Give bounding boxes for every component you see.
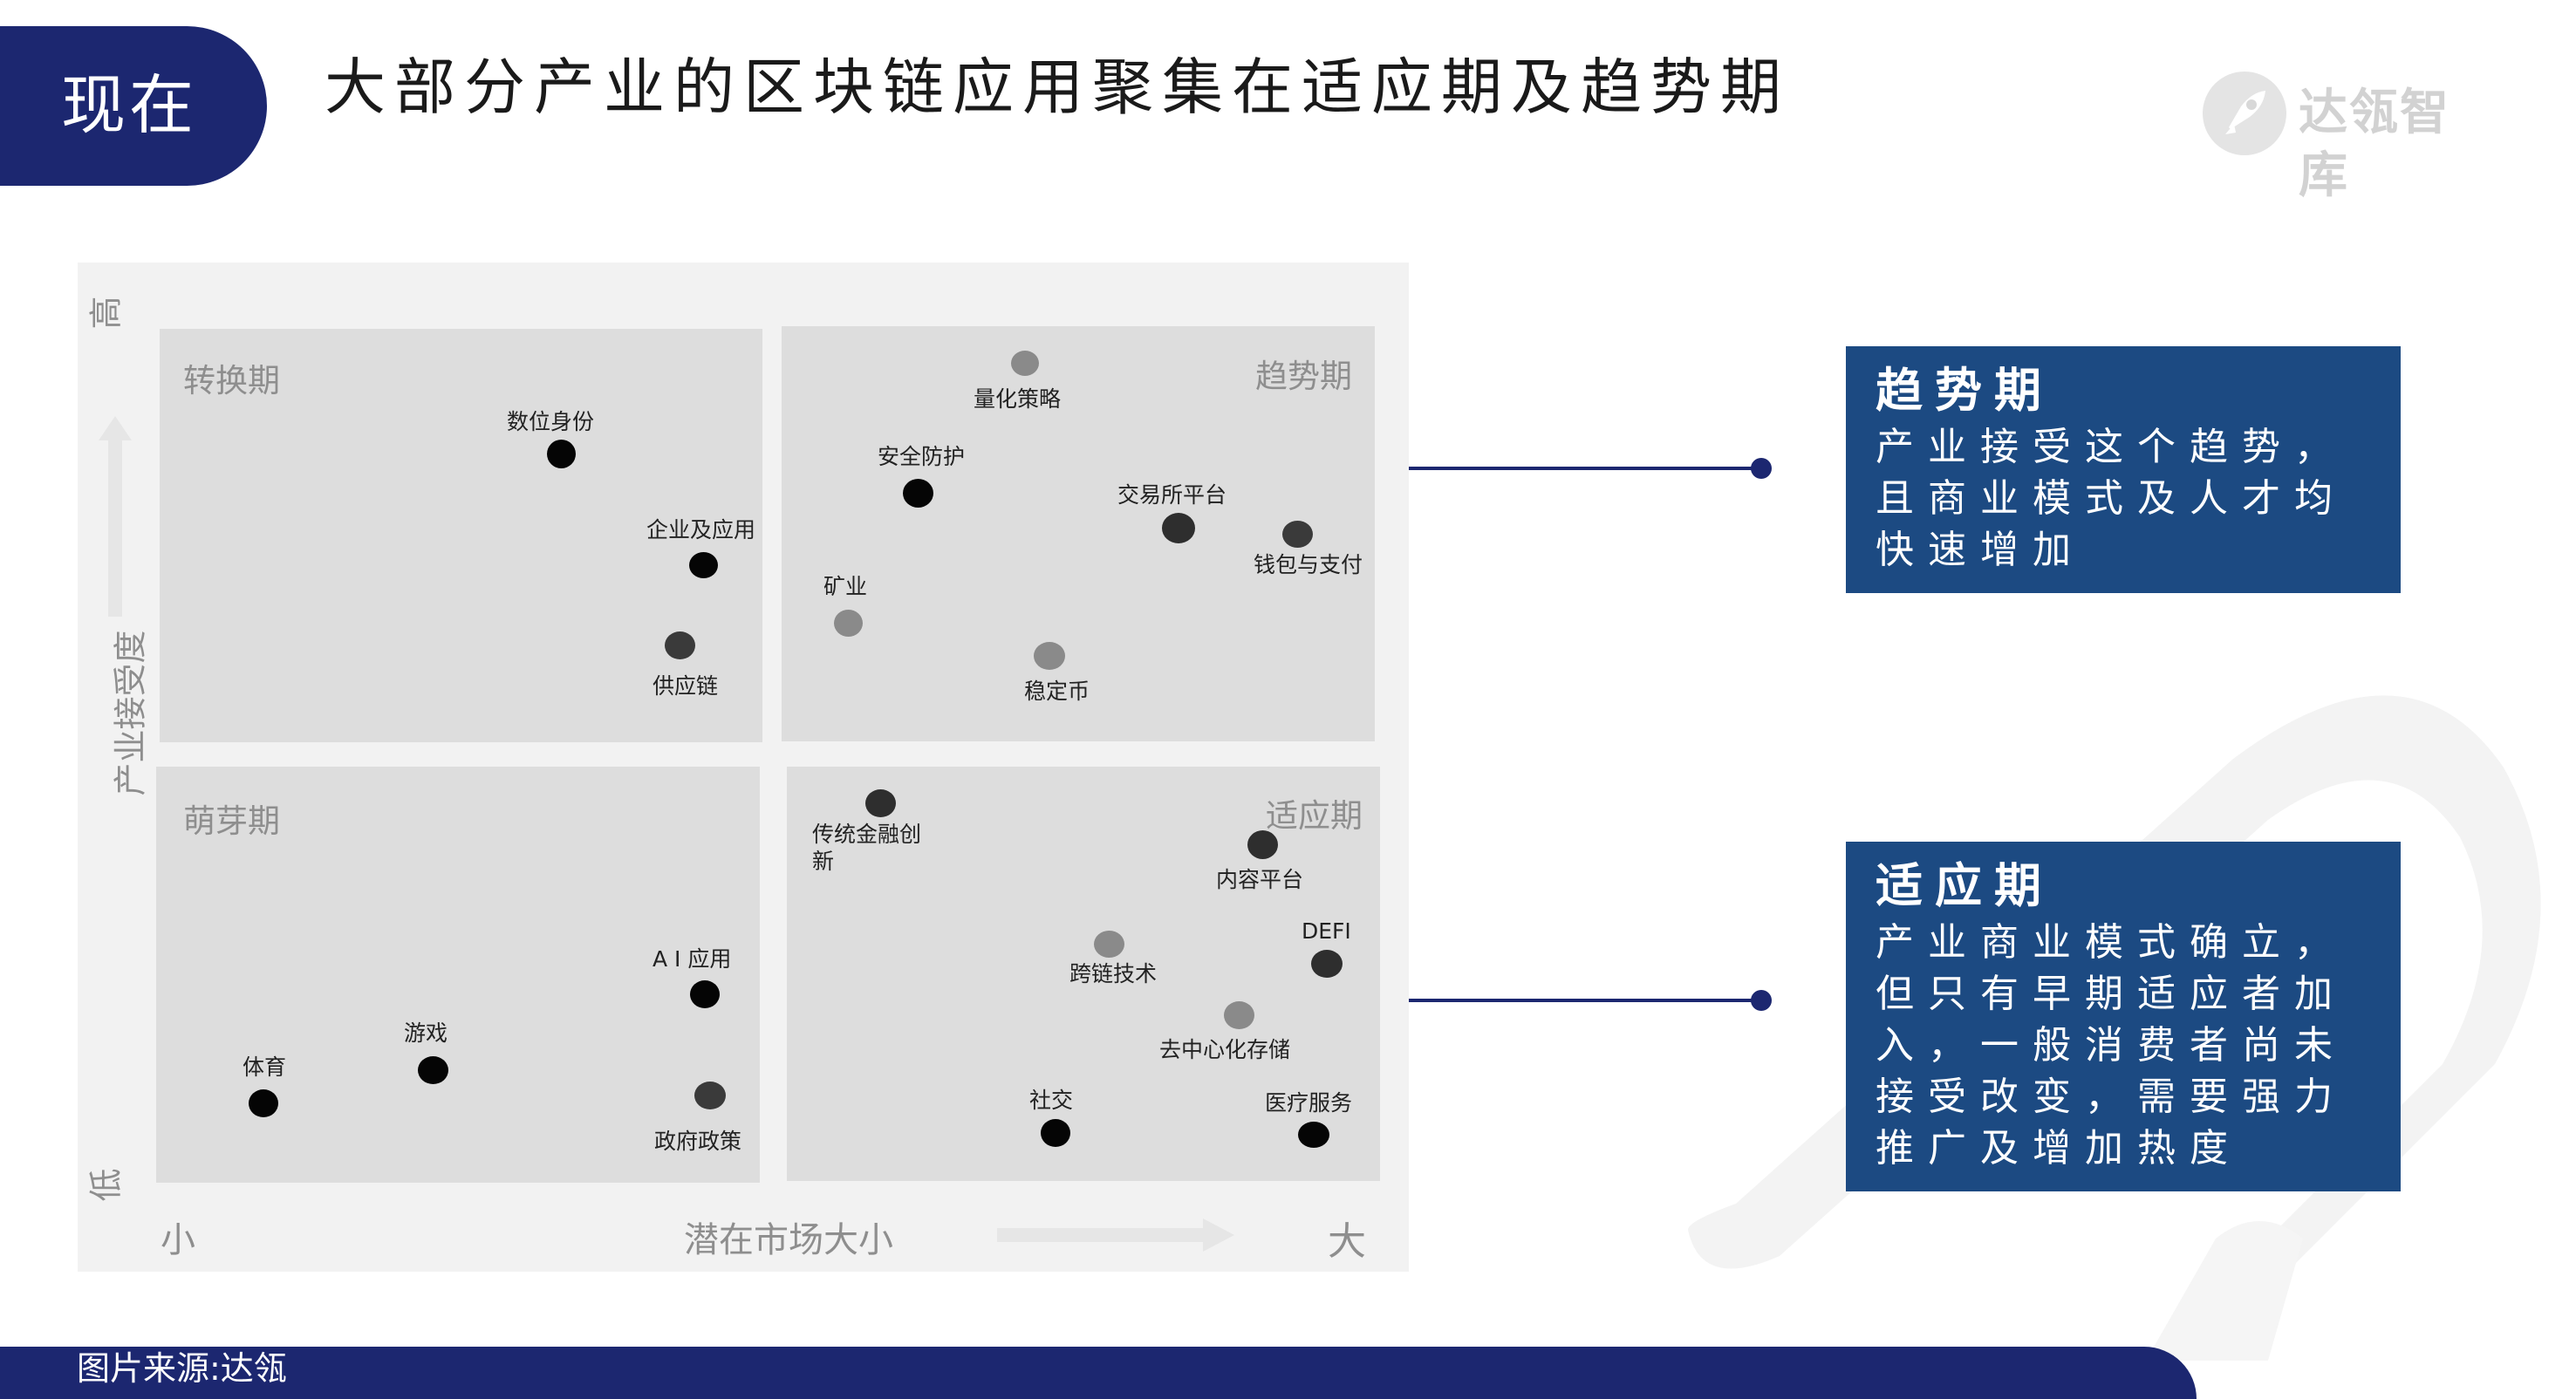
info-adapt-title: 适应期 <box>1876 858 2053 913</box>
y-axis-label: 产业接受度 <box>111 630 150 796</box>
point-decentralized-storage <box>1224 1001 1254 1029</box>
label-cross-chain: 跨链技术 <box>1069 961 1158 986</box>
point-security <box>903 479 933 508</box>
brand-logo: 达瓴智库 <box>2203 72 2484 204</box>
info-adapt-line-5: 推广及增加热度 <box>1876 1126 2242 1170</box>
point-mining <box>834 610 863 637</box>
info-adapt-line-3: 入，一般消费者尚未 <box>1876 1023 2347 1068</box>
label-mining: 矿业 <box>823 574 868 599</box>
x-axis-large: 大 <box>1328 1219 1366 1264</box>
point-wallet-payment <box>1282 521 1313 548</box>
label-content-platform: 内容平台 <box>1216 867 1304 892</box>
quadrant-bottom-right <box>787 767 1380 1181</box>
point-games <box>418 1056 448 1084</box>
x-axis-arrow <box>997 1218 1234 1252</box>
quadrant-top-left <box>160 329 762 742</box>
point-exchange <box>1162 513 1195 543</box>
label-social: 社交 <box>1029 1088 1074 1113</box>
info-adapt-line-2: 但只有早期适应者加 <box>1876 972 2347 1016</box>
label-defi: DEFI <box>1302 918 1351 944</box>
x-axis-label: 潜在市场大小 <box>684 1220 893 1260</box>
label-enterprise-apps: 企业及应用 <box>646 517 756 543</box>
point-ai-app <box>690 980 720 1008</box>
info-box-adapt: 适应期 产业商业模式确立， 但只有早期适应者加 入，一般消费者尚未 接受改变，需… <box>1846 842 2401 1191</box>
label-wallet-payment: 钱包与支付 <box>1254 552 1363 577</box>
label-stablecoin: 稳定币 <box>1024 679 1090 704</box>
quadrant-label-adapt: 适应期 <box>1266 797 1363 835</box>
label-exchange: 交易所平台 <box>1117 482 1227 508</box>
label-fin-innovation-line1: 传统金融创 <box>812 822 922 847</box>
connector-adapt <box>1409 999 1761 1002</box>
label-sports: 体育 <box>243 1054 287 1080</box>
info-trend-line-1: 产业接受这个趋势， <box>1876 425 2347 469</box>
label-gov-policy: 政府政策 <box>654 1129 742 1154</box>
quadrant-label-emerging: 萌芽期 <box>183 802 280 840</box>
adoption-matrix: 转换期 趋势期 萌芽期 适应期 高 产业接受度 低 小 潜在市场大小 大 数位身… <box>78 263 1409 1272</box>
label-medical: 医疗服务 <box>1265 1090 1353 1116</box>
label-digital-id: 数位身份 <box>507 409 595 434</box>
connector-trend-end <box>1751 458 1772 479</box>
point-cross-chain <box>1094 931 1124 958</box>
quadrant-label-trend: 趋势期 <box>1255 358 1352 395</box>
x-axis-small: 小 <box>161 1220 195 1260</box>
point-supply-chain <box>665 631 695 659</box>
info-adapt-line-4: 接受改变，需要强力 <box>1876 1075 2347 1119</box>
rocket-icon <box>2203 72 2286 155</box>
quadrant-top-right <box>782 326 1375 741</box>
y-axis-low: 低 <box>86 1168 126 1202</box>
point-stablecoin <box>1034 642 1065 670</box>
connector-adapt-end <box>1751 990 1772 1011</box>
y-axis-high: 高 <box>86 296 126 330</box>
label-supply-chain: 供应链 <box>653 673 719 699</box>
label-games: 游戏 <box>404 1020 448 1046</box>
label-decentralized-storage: 去中心化存储 <box>1159 1037 1291 1062</box>
point-gov-policy <box>694 1082 726 1109</box>
page-title: 大部分产业的区块链应用聚集在适应期及趋势期 <box>325 51 1790 123</box>
point-medical <box>1298 1122 1329 1148</box>
point-fin-innovation <box>865 789 896 817</box>
header-tab: 现在 <box>0 26 267 186</box>
info-box-trend: 趋势期 产业接受这个趋势， 且商业模式及人才均 快速增加 <box>1846 346 2401 593</box>
info-trend-line-2: 且商业模式及人才均 <box>1876 476 2347 521</box>
point-quant-strategy <box>1011 351 1039 376</box>
connector-trend <box>1409 467 1761 470</box>
footer-bar <box>0 1347 2197 1399</box>
point-social <box>1041 1119 1070 1147</box>
point-digital-id <box>547 440 576 468</box>
label-fin-innovation-line2: 新 <box>812 849 835 874</box>
label-quant-strategy: 量化策略 <box>974 386 1062 412</box>
info-trend-line-3: 快速增加 <box>1876 528 2085 572</box>
point-defi <box>1311 950 1343 978</box>
label-security: 安全防护 <box>878 444 966 469</box>
label-ai-app: A I 应用 <box>653 946 732 972</box>
y-axis-arrow <box>99 416 132 617</box>
point-enterprise-apps <box>689 552 718 578</box>
point-content-platform <box>1247 830 1278 859</box>
info-adapt-line-1: 产业商业模式确立， <box>1876 920 2347 965</box>
info-trend-title: 趋势期 <box>1876 363 2053 418</box>
point-sports <box>249 1089 278 1117</box>
quadrant-label-transform: 转换期 <box>183 362 280 399</box>
source-note: 图片来源:达瓴 <box>77 1349 287 1388</box>
brand-name: 达瓴智库 <box>2299 85 2450 204</box>
